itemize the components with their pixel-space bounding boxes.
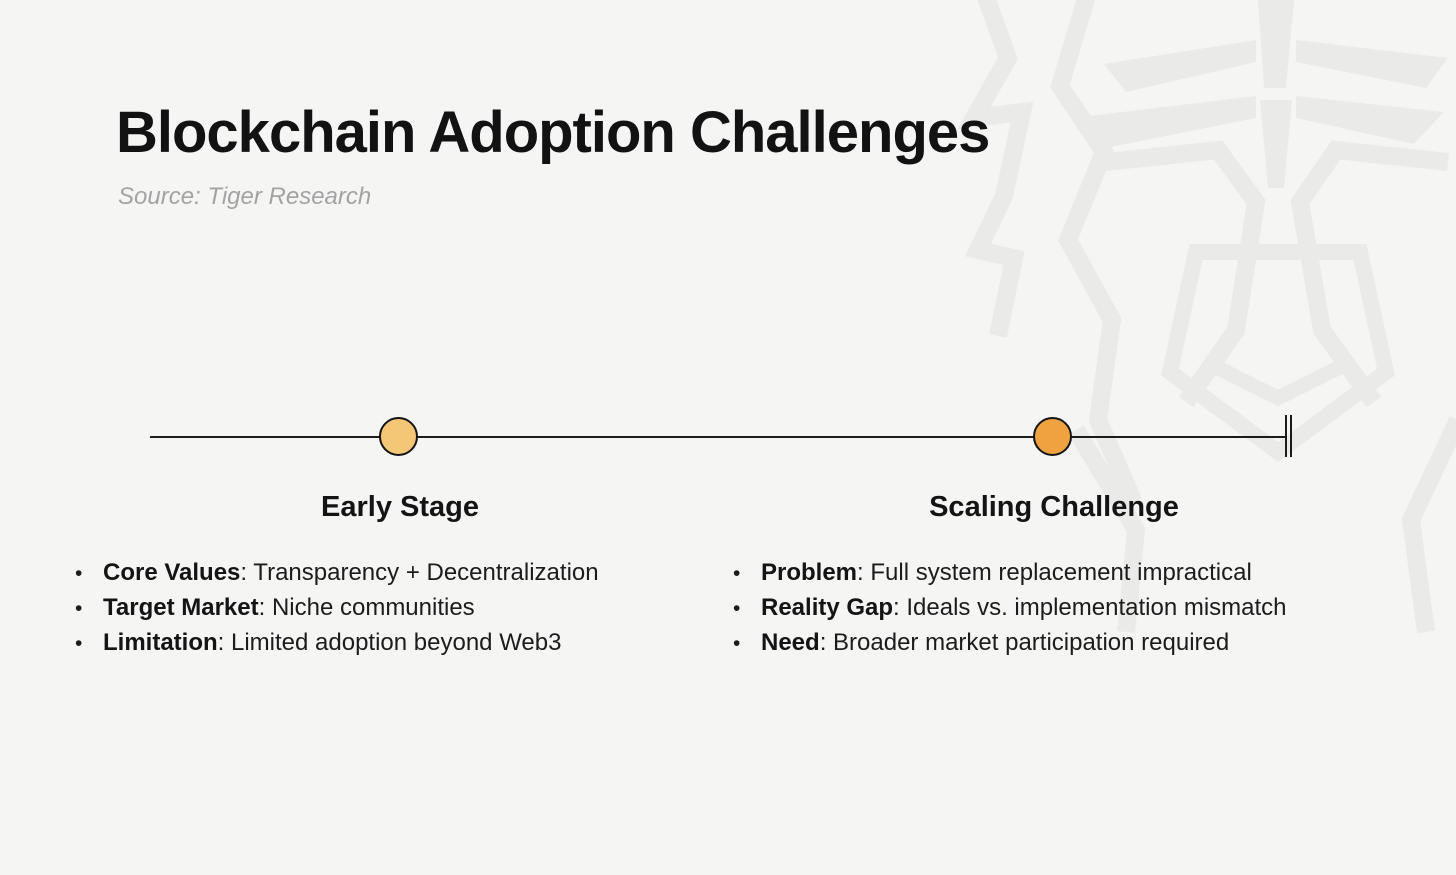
bullet-text: Target Market: Niche communities	[103, 591, 475, 625]
bullet-icon: •	[75, 632, 83, 655]
bullet-desc: : Niche communities	[258, 594, 475, 621]
bullet-term: Problem	[761, 559, 858, 586]
bullet-term: Limitation	[103, 629, 218, 656]
bullet-desc: : Full system replacement impractical	[857, 559, 1252, 586]
bullet-desc: : Ideals vs. implementation mismatch	[893, 594, 1287, 621]
milestone-label-early-stage: Early Stage	[321, 491, 479, 523]
bullet-text: Core Values: Transparency + Decentraliza…	[103, 556, 599, 590]
early-stage-dot	[379, 417, 418, 456]
page-title: Blockchain Adoption Challenges	[116, 100, 990, 165]
bullet-term: Reality Gap	[761, 594, 894, 621]
scaling-challenge-bullet-list: • Problem: Full system replacement impra…	[733, 556, 1287, 661]
source-caption: Source: Tiger Research	[118, 183, 372, 210]
timeline-end-bar-icon	[1285, 415, 1287, 457]
bullet-desc: : Broader market participation required	[819, 629, 1230, 656]
early-stage-bullet-list: • Core Values: Transparency + Decentrali…	[75, 556, 599, 661]
bullet-text: Limitation: Limited adoption beyond Web3	[103, 626, 561, 660]
bullet-icon: •	[75, 562, 83, 585]
bullet-term: Target Market	[103, 594, 259, 621]
bullet-term: Core Values	[103, 559, 241, 586]
list-item: • Problem: Full system replacement impra…	[733, 556, 1287, 591]
list-item: • Limitation: Limited adoption beyond We…	[75, 626, 599, 661]
bullet-icon: •	[75, 597, 83, 620]
bullet-desc: : Transparency + Decentralization	[240, 559, 599, 586]
timeline-end-bar-icon	[1290, 415, 1292, 457]
list-item: • Core Values: Transparency + Decentrali…	[75, 556, 599, 591]
bullet-text: Reality Gap: Ideals vs. implementation m…	[761, 591, 1287, 625]
milestone-label-scaling-challenge: Scaling Challenge	[929, 491, 1179, 523]
bullet-icon: •	[733, 632, 741, 655]
list-item: • Target Market: Niche communities	[75, 591, 599, 626]
bullet-text: Need: Broader market participation requi…	[761, 626, 1229, 660]
bullet-text: Problem: Full system replacement impract…	[761, 556, 1252, 590]
bullet-icon: •	[733, 597, 741, 620]
bullet-desc: : Limited adoption beyond Web3	[217, 629, 562, 656]
list-item: • Reality Gap: Ideals vs. implementation…	[733, 591, 1287, 626]
scaling-challenge-dot	[1033, 417, 1072, 456]
bullet-icon: •	[733, 562, 741, 585]
bullet-term: Need	[761, 629, 820, 656]
list-item: • Need: Broader market participation req…	[733, 626, 1287, 661]
timeline-line	[150, 436, 1286, 438]
